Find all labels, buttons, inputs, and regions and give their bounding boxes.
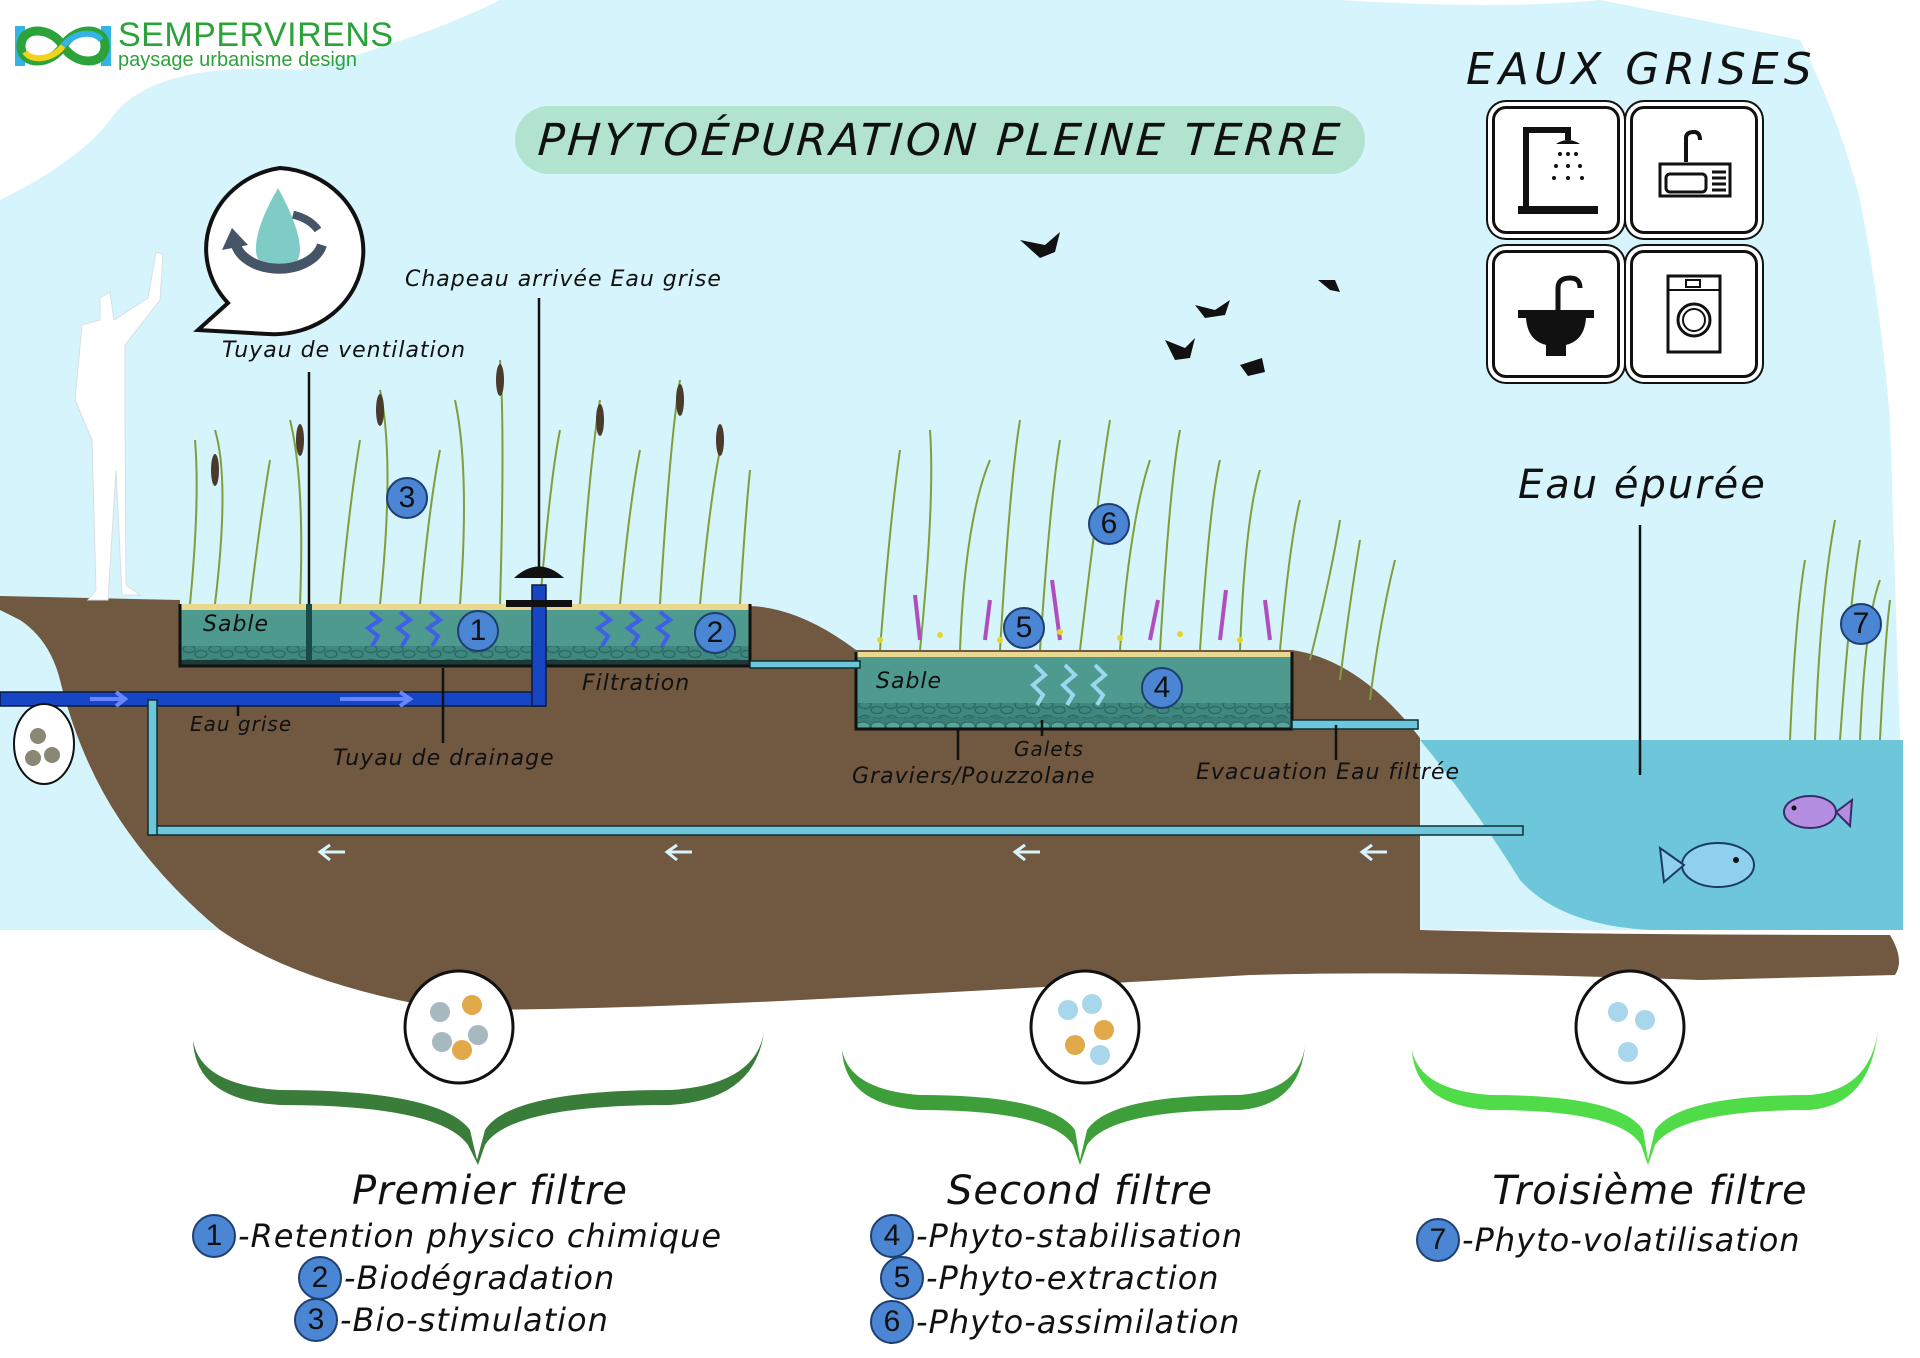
leader-lines xyxy=(236,298,1642,775)
marker-2: 2 xyxy=(694,612,736,654)
marker-4: 4 xyxy=(1141,667,1183,709)
filter-3-item-7: 7 -Phyto-volatilisation xyxy=(1416,1218,1801,1262)
logo-name: SEMPERVIRENS xyxy=(118,16,394,54)
item-text: -Phyto-stabilisation xyxy=(916,1217,1244,1255)
kitchen-sink-icon xyxy=(1630,106,1758,234)
label-sand-1: Sable xyxy=(203,612,270,637)
item-text: -Bio-stimulation xyxy=(340,1301,609,1339)
washing-machine-icon xyxy=(1630,250,1758,378)
label-pebbles: Galets xyxy=(1014,737,1084,761)
filter-2-legend: Second filtre xyxy=(880,1168,1280,1214)
title-banner: PHYTOÉPURATION PLEINE TERRE xyxy=(515,106,1365,174)
marker-7: 7 xyxy=(1840,603,1882,645)
filter1-brace xyxy=(193,1032,764,1165)
greywater-sources-grid xyxy=(1492,106,1758,378)
washbasin-icon xyxy=(1492,250,1620,378)
item-number-badge: 2 xyxy=(298,1256,342,1300)
shower-icon xyxy=(1492,106,1620,234)
item-number-badge: 3 xyxy=(294,1298,338,1342)
label-inlet-cap: Chapeau arrivée Eau grise xyxy=(405,267,722,292)
marker-1: 1 xyxy=(457,610,499,652)
marker-3: 3 xyxy=(386,477,428,519)
logo-tagline: paysage urbanisme design xyxy=(118,49,358,71)
filter-2-title: Second filtre xyxy=(947,1168,1213,1214)
purple-flowers xyxy=(913,579,1272,641)
infiltration-arrows-2 xyxy=(1030,663,1108,707)
yellow-flowers xyxy=(877,629,1243,643)
dirty-water-drops-icon xyxy=(13,703,75,785)
item-number-badge: 4 xyxy=(870,1214,914,1258)
label-outlet: Evacuation Eau filtrée xyxy=(1196,760,1461,785)
filter-2-item-5: 5 -Phyto-extraction xyxy=(880,1256,1220,1300)
item-number-badge: 5 xyxy=(880,1256,924,1300)
filter2-brace xyxy=(842,1045,1305,1165)
filter-1-title: Premier filtre xyxy=(351,1168,629,1214)
item-text: -Retention physico chimique xyxy=(238,1217,722,1255)
label-vent-pipe: Tuyau de ventilation xyxy=(222,338,467,363)
item-text: -Biodégradation xyxy=(344,1259,616,1297)
filter3-brace xyxy=(1412,1030,1878,1165)
return-flow-arrows xyxy=(317,843,1387,862)
filter-2-item-6: 6 -Phyto-assimilation xyxy=(870,1300,1240,1344)
item-number-badge: 1 xyxy=(192,1214,236,1258)
marker-6: 6 xyxy=(1088,503,1130,545)
page-title: PHYTOÉPURATION PLEINE TERRE xyxy=(535,114,1345,166)
label-sand-2: Sable xyxy=(876,669,943,694)
label-greywater: Eau grise xyxy=(190,712,293,736)
filter-1-item-3: 3 -Bio-stimulation xyxy=(294,1298,609,1342)
label-gravel: Graviers/Pouzzolane xyxy=(852,764,1096,789)
item-text: -Phyto-assimilation xyxy=(916,1303,1241,1341)
filtered-water-pipes xyxy=(147,660,1524,836)
person-silhouette xyxy=(74,251,164,601)
label-drain-pipe: Tuyau de drainage xyxy=(333,746,555,771)
speech-bubble-recycle xyxy=(193,165,366,337)
label-filtration: Filtration xyxy=(582,671,691,696)
filter3-drops-icon xyxy=(1574,969,1686,1085)
birds xyxy=(1020,232,1340,376)
item-text: -Phyto-volatilisation xyxy=(1462,1221,1801,1259)
marker-5: 5 xyxy=(1003,607,1045,649)
filter-3-legend: Troisième filtre xyxy=(1440,1168,1860,1214)
flow-arrows-inlet xyxy=(90,690,414,708)
filter2-drops-icon xyxy=(1029,969,1141,1085)
infiltration-arrows xyxy=(364,610,674,648)
filter-1-item-2: 2 -Biodégradation xyxy=(298,1256,615,1300)
cattails xyxy=(211,364,724,486)
item-number-badge: 7 xyxy=(1416,1218,1460,1262)
item-text: -Phyto-extraction xyxy=(926,1259,1220,1297)
item-number-badge: 6 xyxy=(870,1300,914,1344)
blue-fish-icon xyxy=(1658,842,1755,888)
filter-1-legend: Premier filtre xyxy=(280,1168,700,1214)
sempervirens-logo-icon xyxy=(15,26,111,66)
purple-fish-icon xyxy=(1783,795,1854,829)
purified-water-pond xyxy=(1420,740,1903,930)
greywater-inlet-pipe xyxy=(0,566,572,707)
greywater-title: EAUX GRISES xyxy=(1466,44,1817,95)
filter-1-item-1: 1 -Retention physico chimique xyxy=(192,1214,722,1258)
filter1-drops-icon xyxy=(403,969,515,1085)
filter-2-item-4: 4 -Phyto-stabilisation xyxy=(870,1214,1243,1258)
filter-3-title: Troisième filtre xyxy=(1492,1168,1808,1214)
label-purified-water: Eau épurée xyxy=(1518,462,1767,508)
